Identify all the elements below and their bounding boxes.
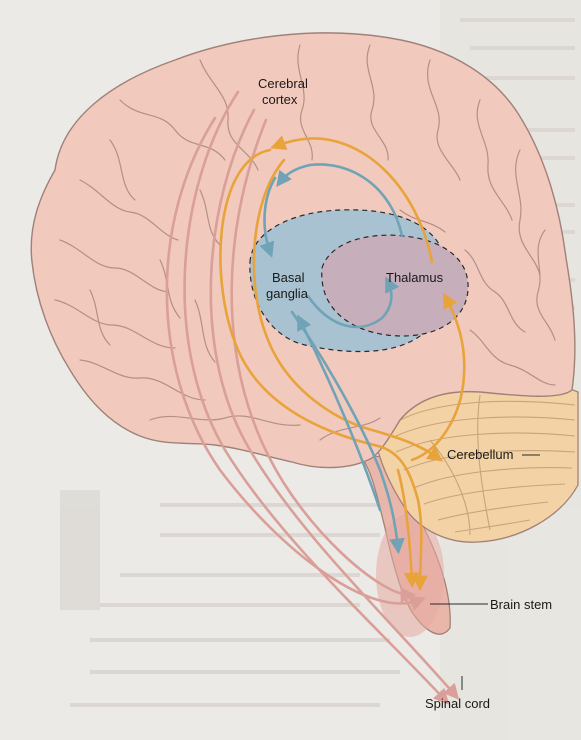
- orange-pathway-cerebellum-to-thalamus: [410, 292, 466, 462]
- descending-pathways: [165, 90, 460, 705]
- label-cerebral-cortex-line2: cortex: [262, 92, 298, 107]
- label-basal-ganglia-line1: Basal: [272, 270, 305, 285]
- leader-lines: [430, 454, 540, 690]
- orange-pathway-cortex-to-pons: [219, 148, 428, 592]
- descending-pathway-4: [230, 118, 417, 603]
- label-cerebral-cortex-line1: Cerebral: [258, 76, 308, 91]
- descending-pathway-3: [165, 116, 426, 611]
- label-basal-ganglia-line2: ganglia: [266, 286, 309, 301]
- label-cerebellum: Cerebellum: [447, 447, 513, 462]
- blue-pathway-thalamus-to-cortex: [276, 163, 404, 238]
- cerebellar-loop-pathways: [219, 135, 466, 592]
- blue-pathway-cortex-to-basal-ganglia: [259, 176, 277, 258]
- descending-pathway-1: [183, 90, 450, 705]
- label-brain-stem: Brain stem: [490, 597, 552, 612]
- blue-pathway-basal-ganglia-to-brainstem: [290, 310, 405, 555]
- blue-pathway-brainstem-to-basal-ganglia: [297, 314, 382, 512]
- label-thalamus: Thalamus: [386, 270, 444, 285]
- blue-pathway-basal-ganglia-to-thalamus: [306, 276, 400, 329]
- orange-pathway-brainstem: [396, 468, 420, 589]
- orange-pathway-thalamus-to-cortex: [270, 135, 434, 264]
- descending-pathway-2: [209, 108, 460, 700]
- orange-pathway-inner-loop: [252, 158, 444, 462]
- label-spinal-cord: Spinal cord: [425, 696, 490, 711]
- basal-ganglia-loop-pathways: [259, 163, 405, 555]
